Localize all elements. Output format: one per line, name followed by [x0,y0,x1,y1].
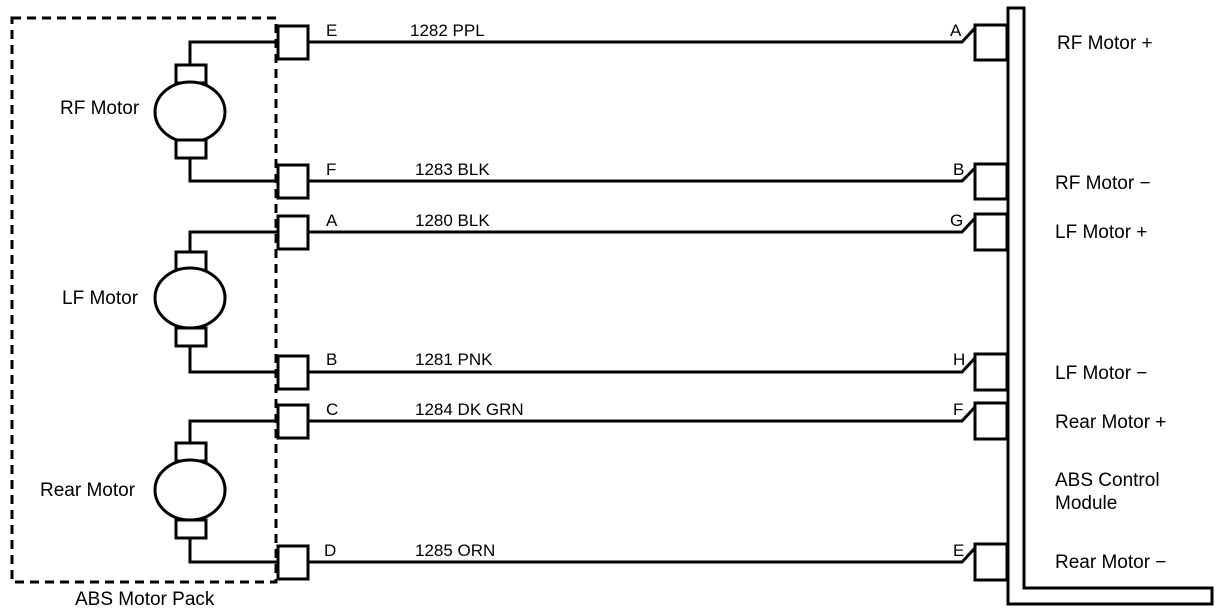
wire-label: 1280 BLK [415,211,490,230]
module-connector [973,162,1009,201]
control-module-label-line2: Module [1055,493,1117,514]
pack-connector [276,214,310,251]
motor-pack-label: ABS Motor Pack [75,589,215,610]
rear-motor-label: Rear Motor [40,480,136,501]
wire-label: 1281 PNK [415,350,493,369]
module-terminal-label: LF Motor + [1055,222,1147,243]
lf-motor-label: LF Motor [62,288,139,309]
lf-motor: LF Motor [62,230,278,374]
wire [308,405,977,423]
motor-pack-boundary [10,16,278,584]
wire-label: 1285 ORN [415,541,495,560]
module-terminal-label: RF Motor − [1055,173,1151,194]
rf-motor-label: RF Motor [60,98,140,119]
module-connector [973,23,1009,62]
pack-pin-label: C [326,400,338,419]
wire [308,166,977,183]
module-connector [973,352,1009,392]
wire [308,546,977,564]
module-terminal-label: Rear Motor − [1055,552,1166,573]
control-module-outline [1006,6,1214,606]
control-module-label-line1: ABS Control [1055,470,1160,491]
module-connector [973,542,1009,582]
circuit-row: B 1281 PNK H LF Motor − [276,350,1147,392]
circuit-row: D 1285 ORN E Rear Motor − [276,541,1166,582]
wire-label: 1283 BLK [415,160,490,179]
pack-connector [276,24,310,61]
circuit-row: E 1282 PPL A RF Motor + [276,21,1153,62]
pack-pin-label: E [326,21,337,40]
circuit-row: C 1284 DK GRN F Rear Motor + [276,400,1166,441]
module-connector [973,401,1009,441]
wire-label: 1284 DK GRN [415,400,524,419]
module-terminal-label: Rear Motor + [1055,412,1166,433]
module-connector [973,212,1009,252]
module-terminal-label: RF Motor + [1057,33,1153,54]
module-pin-label: H [953,350,965,369]
pack-connector [276,403,310,440]
pack-connector [276,163,310,200]
wire-label: 1282 PPL [410,21,485,40]
pack-connector [276,354,310,391]
circuit-row: F 1283 BLK B RF Motor − [276,160,1151,201]
wire [308,26,977,44]
rf-motor: RF Motor [60,40,278,183]
pack-pin-label: D [324,541,336,560]
module-pin-label: B [953,160,964,179]
pack-pin-label: A [326,211,338,230]
rear-motor: Rear Motor [40,419,278,564]
pack-pin-label: B [326,350,337,369]
module-pin-label: A [950,21,962,40]
pack-connector [276,544,310,581]
pack-pin-label: F [326,160,336,179]
wire [308,216,977,234]
module-terminal-label: LF Motor − [1055,363,1147,384]
module-pin-label: E [953,541,964,560]
module-pin-label: G [950,211,963,230]
wire [308,356,977,374]
module-pin-label: F [953,400,963,419]
circuit-row: A 1280 BLK G LF Motor + [276,211,1147,252]
